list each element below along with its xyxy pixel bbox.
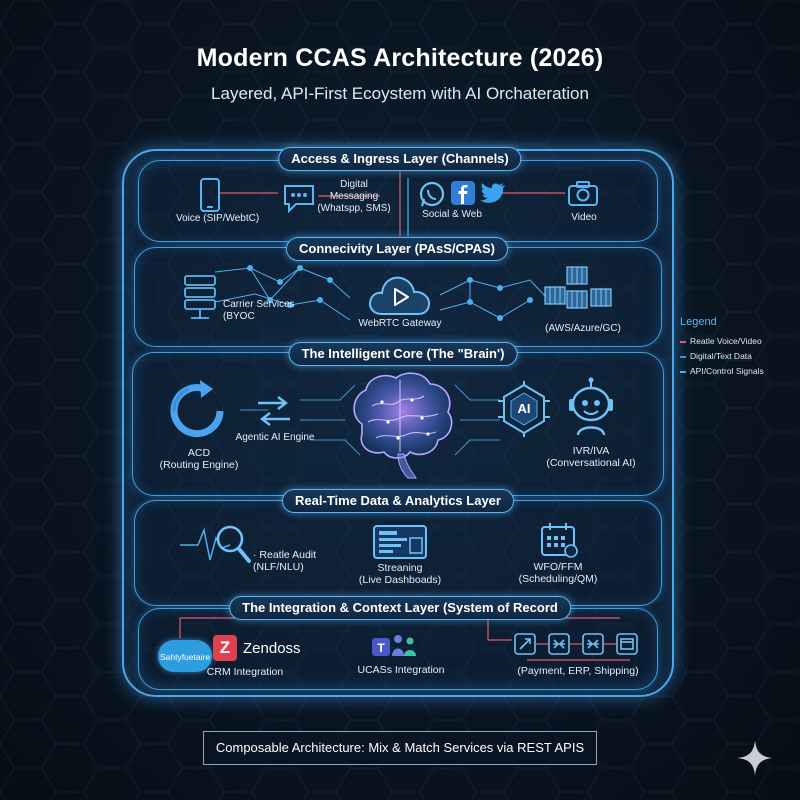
payment-erp-label: (Payment, ERP, Shipping) [517,665,639,677]
ucaas-integration-label: UCASs Integration [357,664,445,676]
footer-banner: Composable Architecture: Mix & Match Ser… [203,731,597,765]
core-layer-title: The Intelligent Core (The "Brain') [288,342,518,366]
crm-integration-label: CRM Integration [206,666,284,678]
streaming-label: Streaning (Live Dashboads) [358,562,442,586]
legend-swatch-api [680,371,686,373]
routing-cycle-icon [170,380,224,438]
connectivity-layer-title: Connecivity Layer (PAsS/CPAS) [285,237,509,261]
ivr-iva-label: IVR/IVA (Conversational AI) [546,445,636,469]
cloud-play-icon [369,276,431,315]
salesforce-logo-text: Sahtyfuetaire [159,652,211,662]
social-web-label: Social & Web [422,209,482,220]
legend-title: Legend [680,316,717,328]
salesforce-logo: Sahtyfuetaire [158,640,212,672]
agentic-ai-label: Agentic AI Engine [235,432,315,443]
magnifier-icon [216,525,251,563]
carrier-services-label: Carrier Services (BYOC [223,299,295,322]
ai-chip-label: AI [517,401,531,416]
integration-layer-title: The Integration & Context Layer (System … [229,596,571,620]
wfo-wfm-label: WFO/FFM (Scheduling/QM) [518,561,598,585]
zendesk-logo: Z [213,635,237,661]
dashboard-icon [373,525,427,559]
legend-item: Digital/Text Data [680,349,764,364]
api-connectors-icon [514,633,638,655]
exchange-arrows-icon [258,396,290,426]
calendar-icon [541,523,578,558]
zendesk-label: Zendoss [243,640,301,657]
video-channel-label: Video [571,212,597,223]
teams-icon: T [372,635,416,656]
smartphone-icon [200,178,220,212]
legend-swatch-voice [680,341,686,343]
svg-text:T: T [377,641,385,655]
whatsapp-icon [419,181,445,207]
legend-item: Reatle Voice/Video [680,334,764,349]
page-subtitle: Layered, API-First Ecoystem with AI Orch… [211,84,589,103]
facebook-icon [451,181,475,205]
page-title: Modern CCAS Architecture (2026) [196,44,604,72]
legend-swatch-digital [680,356,686,358]
brain-icon [353,372,453,479]
legend: Legend Reatle Voice/Video Digital/Text D… [680,316,764,379]
legend-item: API/Control Signals [680,364,764,379]
voice-channel-label: Voice (SIP/WebtC) [176,213,260,224]
chat-bubble-icon [284,185,314,213]
robot-agent-icon [569,377,613,436]
camera-icon [568,181,598,206]
server-stack-icon [184,275,216,319]
analytics-layer-title: Real-Time Data & Analytics Layer [282,489,514,513]
digital-messaging-label: Digital Messaging (Whatspp, SMS) [317,179,391,214]
ai-chip-icon [498,381,550,437]
reatle-audit-label: · Reatle Audit (NLF/NLU) [253,549,317,573]
sparkle-icon [737,740,773,776]
cloud-providers-label: (AWS/Azure/GC) [545,323,621,334]
webrtc-gateway-label: WebRTC Gateway [358,318,442,329]
container-cubes-icon [544,266,612,309]
acd-label: ACD (Routing Engine) [159,447,239,471]
twitter-icon [480,183,505,203]
access-layer-title: Access & Ingress Layer (Channels) [278,147,522,171]
